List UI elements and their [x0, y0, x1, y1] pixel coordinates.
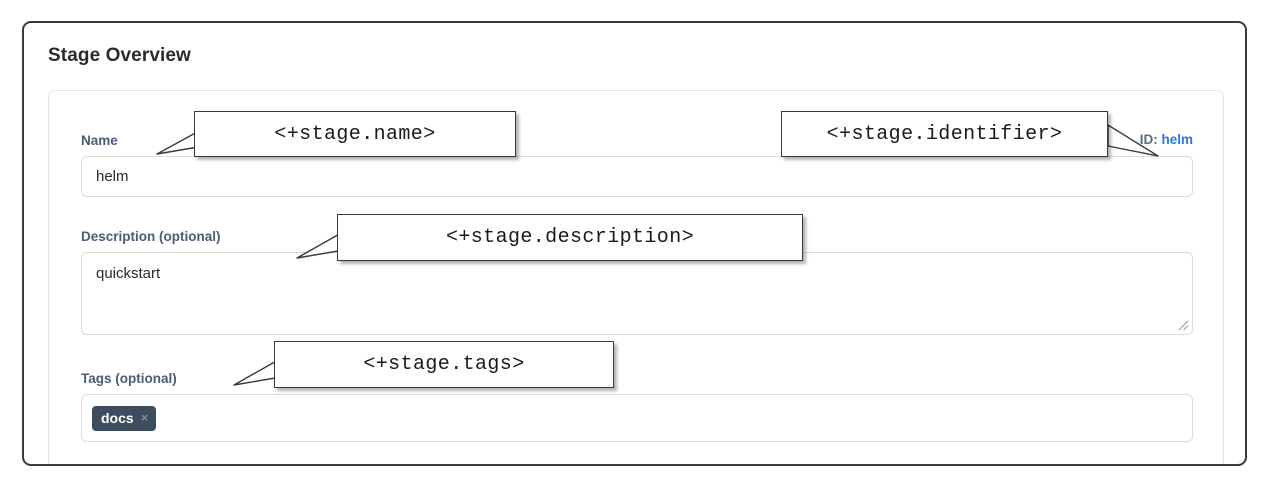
- description-textarea[interactable]: [81, 252, 1193, 335]
- close-icon[interactable]: ×: [140, 409, 149, 425]
- callout-stage-description: <+stage.description>: [337, 214, 803, 261]
- name-label: Name: [81, 133, 118, 148]
- name-label-row: Name ID: helm: [81, 132, 1193, 149]
- callout-stage-identifier-text: <+stage.identifier>: [826, 122, 1063, 146]
- tag-chip[interactable]: docs ×: [92, 405, 157, 431]
- tag-chip-label: docs: [101, 409, 134, 426]
- description-field-group: Description (optional): [81, 228, 1193, 335]
- tags-label-row: Tags (optional): [81, 370, 1193, 387]
- callout-stage-description-text: <+stage.description>: [445, 226, 695, 249]
- callout-tail-identifier: [1107, 124, 1159, 157]
- callout-stage-identifier: <+stage.identifier>: [781, 111, 1108, 157]
- page-title: Stage Overview: [48, 45, 191, 66]
- description-textarea-wrap: [81, 252, 1193, 335]
- description-label-row: Description (optional): [81, 228, 1193, 245]
- callout-stage-name: <+stage.name>: [194, 111, 516, 157]
- callout-stage-tags-text: <+stage.tags>: [363, 353, 525, 376]
- description-label: Description (optional): [81, 229, 221, 244]
- tags-label: Tags (optional): [81, 371, 177, 386]
- identifier-value[interactable]: helm: [1161, 132, 1193, 147]
- callout-stage-tags: <+stage.tags>: [274, 341, 614, 388]
- name-input[interactable]: [81, 156, 1193, 197]
- callout-stage-name-text: <+stage.name>: [274, 122, 436, 146]
- screenshot-frame: Stage Overview Name ID: helm Description…: [22, 21, 1247, 466]
- identifier-prefix-label: ID:: [1139, 132, 1158, 147]
- tags-field-group: Tags (optional) docs ×: [81, 370, 1193, 442]
- name-field-group: Name ID: helm: [81, 132, 1193, 197]
- stage-identifier: ID: helm: [1140, 132, 1193, 147]
- tags-input[interactable]: docs ×: [81, 394, 1193, 442]
